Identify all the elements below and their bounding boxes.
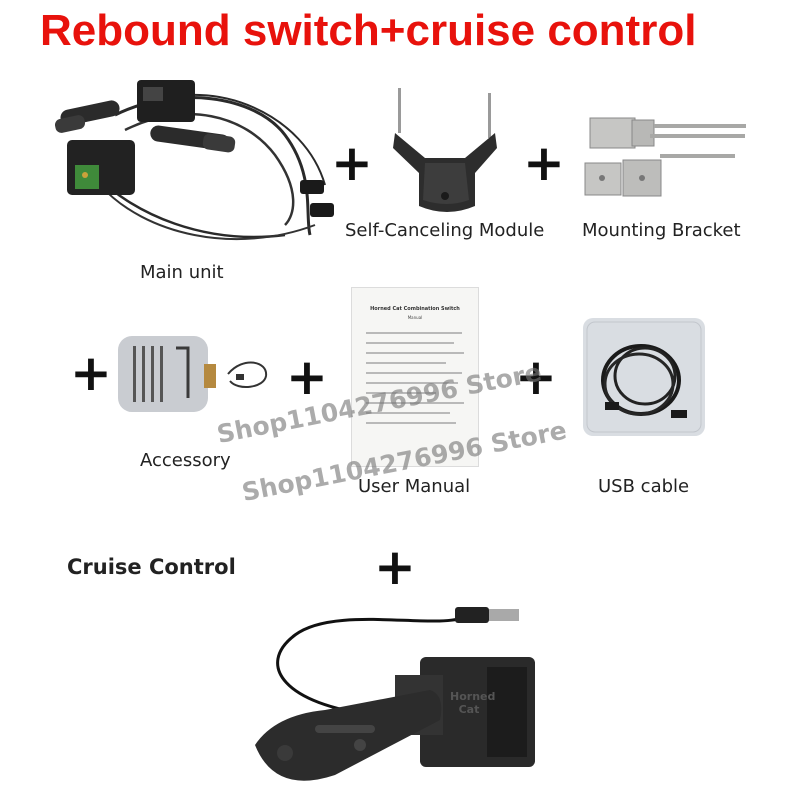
self-canceling-module-label: Self-Canceling Module	[345, 220, 545, 241]
user-manual-label: User Manual	[358, 476, 471, 497]
plus-sign: +	[70, 344, 112, 402]
manual-cover-subtitle: Manual	[407, 315, 423, 320]
plus-sign: +	[286, 348, 328, 406]
plus-sign: +	[374, 538, 416, 596]
main-unit-image	[55, 80, 334, 241]
plus-sign: +	[523, 134, 565, 192]
mounting-bracket-label: Mounting Bracket	[582, 220, 741, 241]
accessory-label: Accessory	[140, 450, 231, 471]
usb-cable-image	[583, 318, 705, 436]
cruise-control-label: Cruise Control	[67, 555, 236, 579]
usb-cable-label: USB cable	[598, 476, 690, 497]
user-manual-image: Horned Cat Combination Switch Manual	[352, 288, 478, 466]
cruise-control-image	[255, 607, 535, 781]
mounting-bracket-image	[584, 117, 746, 197]
page-title: Rebound switch+cruise control	[40, 6, 697, 55]
accessory-image	[118, 336, 268, 412]
self-canceling-module-image	[393, 88, 497, 212]
plus-sign: +	[515, 348, 557, 406]
manual-cover-title: Horned Cat Combination Switch	[370, 306, 460, 312]
main-unit-label: Main unit	[140, 262, 224, 283]
cruise-control-device-label: Horned Cat	[450, 690, 496, 716]
plus-sign: +	[331, 134, 373, 192]
